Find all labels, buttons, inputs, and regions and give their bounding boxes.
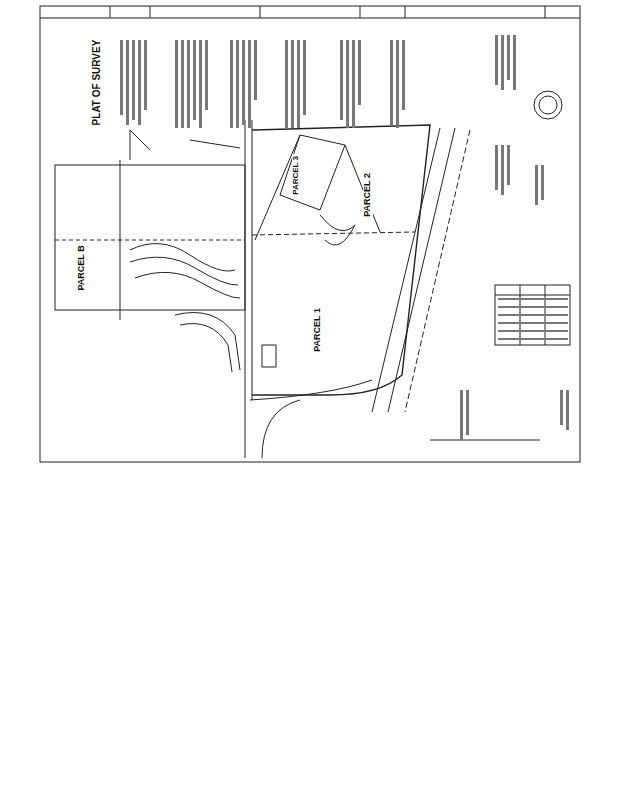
notes-block <box>120 35 569 440</box>
road-line <box>245 120 246 458</box>
parcel-label: PARCEL 2 <box>363 171 373 219</box>
easement-line <box>55 240 245 241</box>
parcel-label: PARCEL B <box>77 243 87 292</box>
parcel-label: PARCEL 3 <box>292 154 301 197</box>
sheet-title: PLAT OF SURVEY <box>91 37 102 127</box>
road-line <box>252 120 253 400</box>
parcel-boundary <box>252 125 430 395</box>
parcel-boundary <box>55 165 245 310</box>
contour <box>130 257 238 285</box>
curve-table <box>495 285 570 345</box>
railroad-line <box>372 128 440 412</box>
road-curve <box>250 380 372 400</box>
parcel-boundary <box>280 135 345 210</box>
parcel-boundary <box>255 135 300 240</box>
surveyor-seal <box>534 91 562 119</box>
title-strip <box>260 6 261 18</box>
title-strip <box>360 6 361 18</box>
leader-line <box>130 130 150 160</box>
curve-table <box>495 295 570 296</box>
contour <box>320 215 355 245</box>
title-strip <box>405 6 406 18</box>
surveyor-seal <box>539 96 557 114</box>
title-strip <box>110 6 111 18</box>
sheet-frame <box>40 6 580 462</box>
scale-bar <box>430 440 540 441</box>
road-curve <box>262 400 300 458</box>
title-strip <box>545 6 546 18</box>
railroad-line <box>405 130 470 412</box>
contour <box>135 272 240 298</box>
parcel-boundary <box>252 232 415 235</box>
building <box>262 345 276 367</box>
railroad-line <box>388 128 455 412</box>
parcel-boundary <box>345 145 380 232</box>
title-strip <box>150 6 151 18</box>
contour <box>180 324 232 372</box>
bearing-line <box>190 140 240 148</box>
title-strip <box>40 18 580 19</box>
contour <box>130 244 235 271</box>
parcel-label: PARCEL 1 <box>313 306 323 354</box>
